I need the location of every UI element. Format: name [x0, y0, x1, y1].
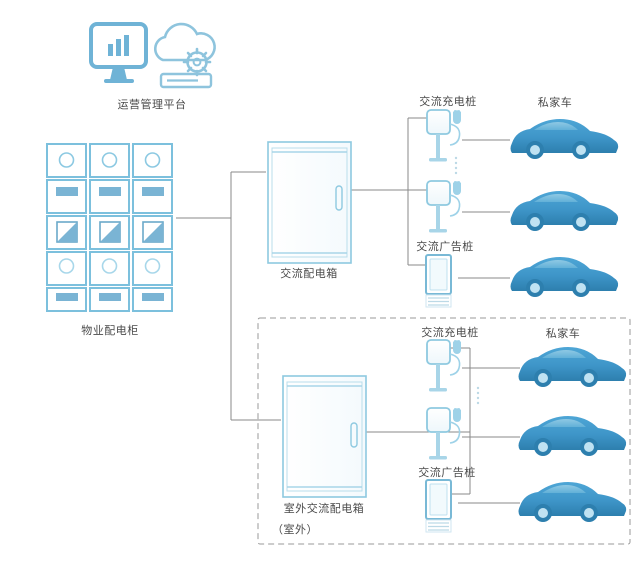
- outdoor-car-label: 私家车: [545, 327, 581, 340]
- outdoor-repeat-ellipsis: [476, 386, 480, 405]
- private-car-icon: [510, 119, 619, 159]
- private-car-icon: [518, 482, 627, 522]
- breaker-cabinet-icon: [46, 143, 173, 312]
- outdoor-ac-distribution-box-label: 室外交流配电箱: [283, 502, 365, 515]
- private-car-icon: [518, 347, 627, 387]
- outdoor-zone-label: （室外）: [272, 523, 318, 536]
- ac-charging-pile-icon: [426, 109, 461, 162]
- gear-icon: [182, 47, 212, 77]
- connector-lines: [176, 117, 520, 504]
- ac-charging-pile-icon: [426, 407, 461, 460]
- ac-charging-pile-icon: [426, 180, 461, 233]
- outdoor-ac-distribution-box-icon: [282, 375, 367, 498]
- indoor-charging-pile-label: 交流充电桩: [419, 95, 477, 108]
- ac-advertising-pile-icon: [425, 254, 452, 308]
- ac-distribution-box-label: 交流配电箱: [280, 267, 338, 280]
- indoor-ad-pile-label: 交流广告桩: [416, 240, 474, 253]
- private-car-icon: [518, 416, 627, 456]
- property-cabinet-label: 物业配电柜: [81, 324, 139, 337]
- private-car-icon: [510, 257, 619, 297]
- outdoor-zone-boundary: [257, 317, 631, 545]
- ac-distribution-box-icon: [267, 141, 352, 264]
- ac-advertising-pile-icon: [425, 479, 452, 533]
- indoor-car-label: 私家车: [537, 96, 573, 109]
- outdoor-ad-pile-label: 交流广告桩: [418, 466, 476, 479]
- indoor-repeat-ellipsis: [454, 156, 458, 175]
- monitor-bar-chart-icon: [89, 22, 148, 83]
- platform-label: 运营管理平台: [117, 98, 187, 111]
- ac-charging-pile-icon: [426, 339, 461, 392]
- private-car-icon: [510, 191, 619, 231]
- cloud-gear-server-icon: [153, 22, 216, 89]
- outdoor-charging-pile-label: 交流充电桩: [421, 326, 479, 339]
